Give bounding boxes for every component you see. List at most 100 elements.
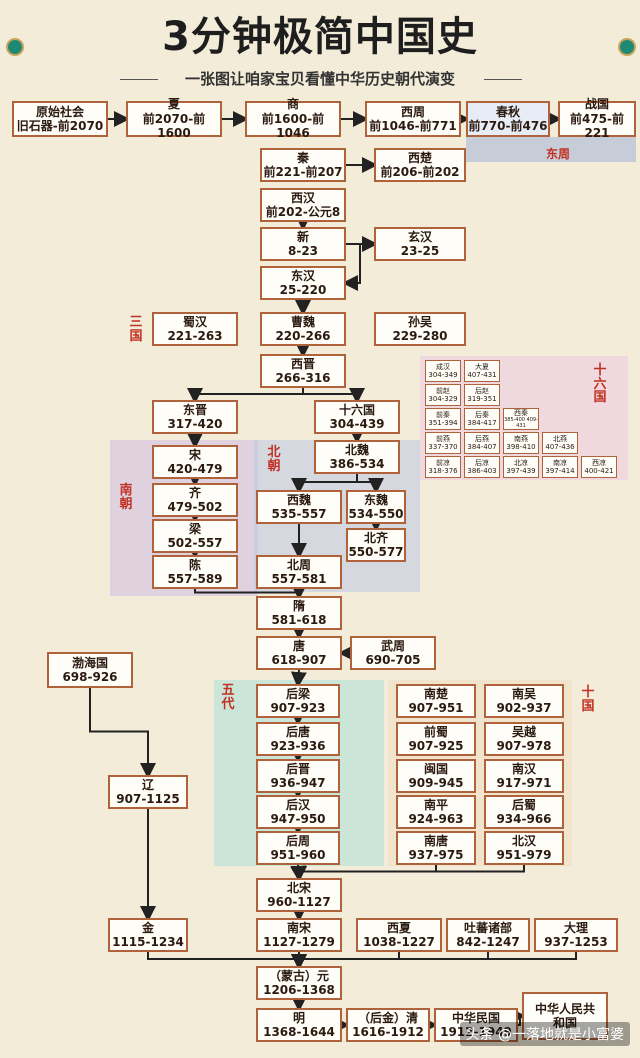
dynasty-dates: 479-502 [167,500,223,514]
dynasty-dates: 304-439 [329,417,385,431]
dynasty-dates: 221-263 [167,329,223,343]
dynasty-name: 北魏 [344,442,369,457]
dynasty-node-chunqiu: 春秋前770-前476 [466,101,550,137]
state-name: 北燕 [553,434,567,443]
dynasty-name: 大理 [563,920,588,935]
dynasty-dates: 前2070-前1600 [142,111,206,141]
connector-jin-yuan [147,952,307,970]
dynasty-name: 十六国 [338,402,375,417]
dynasty-dates: 534-550 [348,507,404,521]
dynasty-dates: 907-1125 [116,792,180,806]
dynasty-dates: 23-25 [400,244,440,258]
dynasty-dates: 前1046-前771 [369,119,457,133]
region-label-shiguo: 十国 [581,685,595,714]
state-dates: 397-414 [545,467,575,475]
dynasty-name: 后蜀 [511,797,536,812]
region-label-dongzhou: 东周 [546,147,571,161]
dongzhou-region [466,137,636,162]
dynasty-dates: 前770-前476 [468,119,548,133]
dynasty-dates: 220-266 [275,329,331,343]
state-name: 北凉 [514,458,528,467]
dynasty-dates: 前475-前221 [569,111,625,141]
dynasty-dates: 502-557 [167,536,223,550]
dynasty-name: 西晋 [290,356,315,371]
state-name: 后秦 [475,410,489,419]
dynasty-node-xizhou: 西周前1046-前771 [365,101,461,137]
state-name: 西秦 [514,408,528,417]
dynasty-name: 孙吴 [407,314,432,329]
gem-ornament-right [618,38,636,56]
state-dates: 407-436 [545,443,575,451]
dynasty-dates: 902-937 [496,701,552,715]
dynasty-dates: 937-975 [408,848,464,862]
dynasty-name: 南楚 [423,686,448,701]
state-name: 前赵 [436,386,450,395]
state-name: 成汉 [436,362,450,371]
dynasty-dates: 937-1253 [544,935,608,949]
state-dates: 318-376 [428,467,458,475]
dynasty-dates: 1127-1279 [263,935,335,949]
state-dates: 304-329 [428,395,458,403]
state-name: 大夏 [475,362,489,371]
connector-minguo2-prc [510,1008,526,1026]
dynasty-name: 战国 [584,97,609,112]
connector-chen-sui [194,584,307,600]
dynasty-name: 西汉 [290,190,315,205]
dynasty-dates: 917-971 [496,776,552,790]
dynasty-name: 后汉 [285,797,310,812]
dynasty-dates: 557-589 [167,572,223,586]
dynasty-name: 隋 [292,598,305,613]
state-name: 前凉 [436,458,450,467]
dynasty-dates: 前1600-前1046 [261,111,325,141]
page-subtitle: 一张图让咱家宝贝看懂中华历史朝代演变 [184,70,455,88]
state-dates: 397-439 [506,467,536,475]
dynasty-name: （蒙古）元 [268,968,329,983]
subtitle-rule-right [484,79,522,80]
dynasty-dates: 550-577 [348,545,404,559]
dynasty-name: 宋 [188,447,201,462]
connector-tang-houliang [290,669,307,688]
state-dates: 386-403 [467,467,497,475]
state-dates: 398-410 [506,443,536,451]
state-name: 南凉 [553,458,567,467]
dynasty-name: 南唐 [423,833,448,848]
dynasty-dates: 842-1247 [456,935,520,949]
state-dates: 319-351 [467,395,497,403]
connector-beiwei-dongwei [356,474,384,494]
dynasty-name: 吐蕃诸部 [463,920,512,935]
dynasty-name: 南平 [423,797,448,812]
dynasty-name: 齐 [188,485,201,500]
watermark-text: 头条 @一落地就是小富婆 [459,1022,630,1046]
state-name: 西凉 [592,458,606,467]
dynasty-name: 南吴 [511,686,536,701]
dynasty-dates: 前202-公元8 [265,205,341,219]
dynasty-name: 中华人民共和国 [534,1001,595,1030]
dynasty-node-yuanshi: 原始社会旧石器-前2070 [12,101,108,137]
